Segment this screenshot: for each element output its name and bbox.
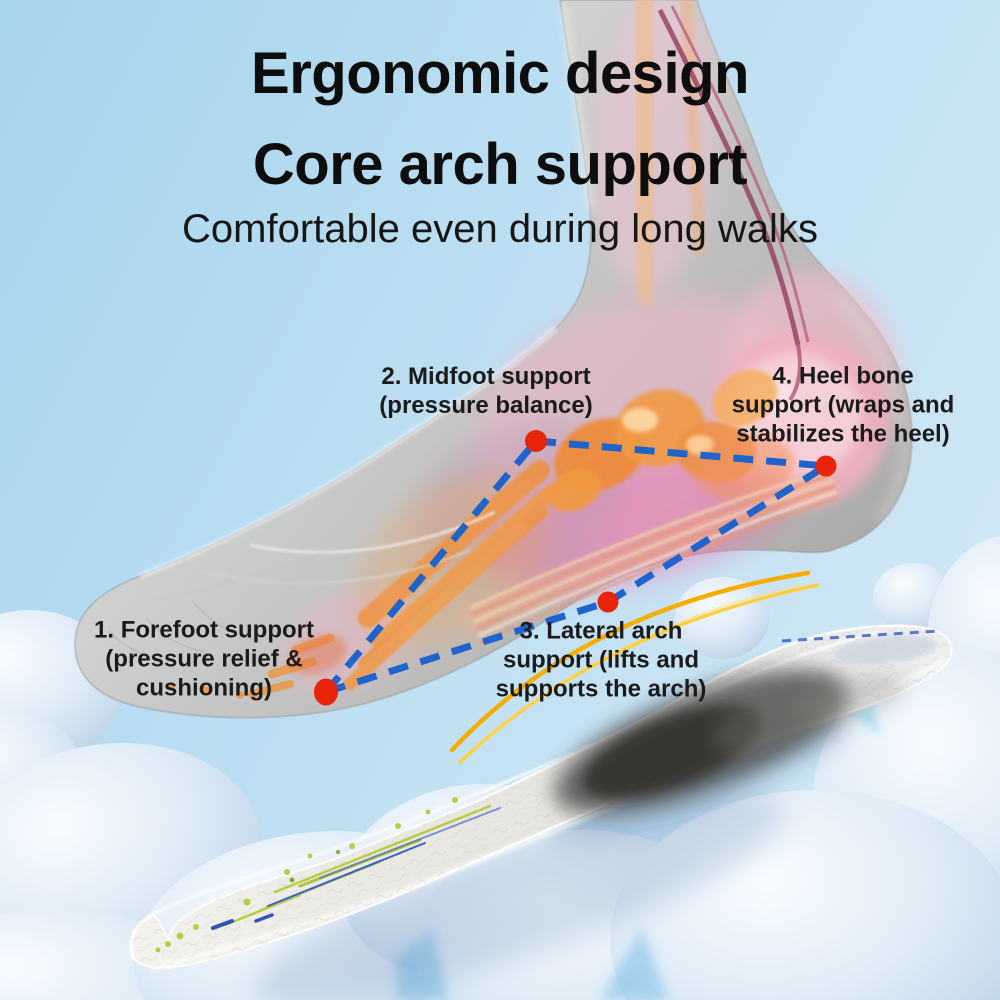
support-point-marker-2 <box>525 430 547 452</box>
line-midfoot-heel <box>535 437 827 470</box>
callout-heel-line3: stabilizes the heel) <box>736 420 950 448</box>
achilles-tendon <box>657 5 810 402</box>
callout-lateral-line1: 3. Lateral arch <box>519 617 683 645</box>
callout-forefoot-support: 1. Forefoot support (pressure relief & c… <box>94 616 314 703</box>
callout-lateral-line2: support (lifts and <box>503 646 699 674</box>
support-point-marker-4 <box>815 455 837 477</box>
line-forefoot-midfoot <box>323 438 539 695</box>
callout-forefoot-line1: 1. Forefoot support <box>94 616 314 644</box>
toe-bones <box>168 633 347 699</box>
callout-heel-bone-support: 4. Heel bone support (wraps and stabiliz… <box>732 362 955 449</box>
support-connection-lines <box>323 437 828 696</box>
support-point-markers <box>314 430 837 706</box>
line-forefoot-lateral <box>324 598 610 696</box>
headline-line2: Core arch support <box>252 132 748 197</box>
callout-midfoot-line2: (pressure balance) <box>379 392 593 419</box>
support-point-marker-1 <box>314 678 338 706</box>
insole-arch-shading <box>554 669 907 815</box>
insole-product <box>129 624 953 971</box>
insole-heel-pad-tint <box>833 635 937 665</box>
callout-midfoot-line1: 2. Midfoot support <box>381 363 591 390</box>
support-point-marker-3 <box>597 591 619 613</box>
insole-heel-stitch <box>781 629 939 643</box>
lift-swoosh <box>449 570 820 764</box>
line-lateral-heel <box>606 463 828 605</box>
callout-forefoot-line2: (pressure relief & <box>105 645 303 673</box>
callout-heel-line2: support (wraps and <box>731 391 955 419</box>
callout-midfoot-support: 2. Midfoot support (pressure balance) <box>379 362 592 420</box>
plantar-fascia <box>459 466 840 645</box>
tarsal-bones <box>548 369 795 512</box>
foot-highlights <box>107 4 910 661</box>
callout-heel-line1: 4. Heel bone <box>772 362 914 390</box>
callout-forefoot-line3: cushioning) <box>136 674 272 702</box>
callout-lateral-line3: supports the arch) <box>495 675 707 703</box>
foot-xray-illustration <box>73 0 913 719</box>
insole-gel-pattern <box>155 797 501 953</box>
headline-line1: Ergonomic design <box>251 41 749 106</box>
subtitle: Comfortable even during long walks <box>182 207 818 251</box>
callout-lateral-arch-support: 3. Lateral arch support (lifts and suppo… <box>496 617 707 704</box>
